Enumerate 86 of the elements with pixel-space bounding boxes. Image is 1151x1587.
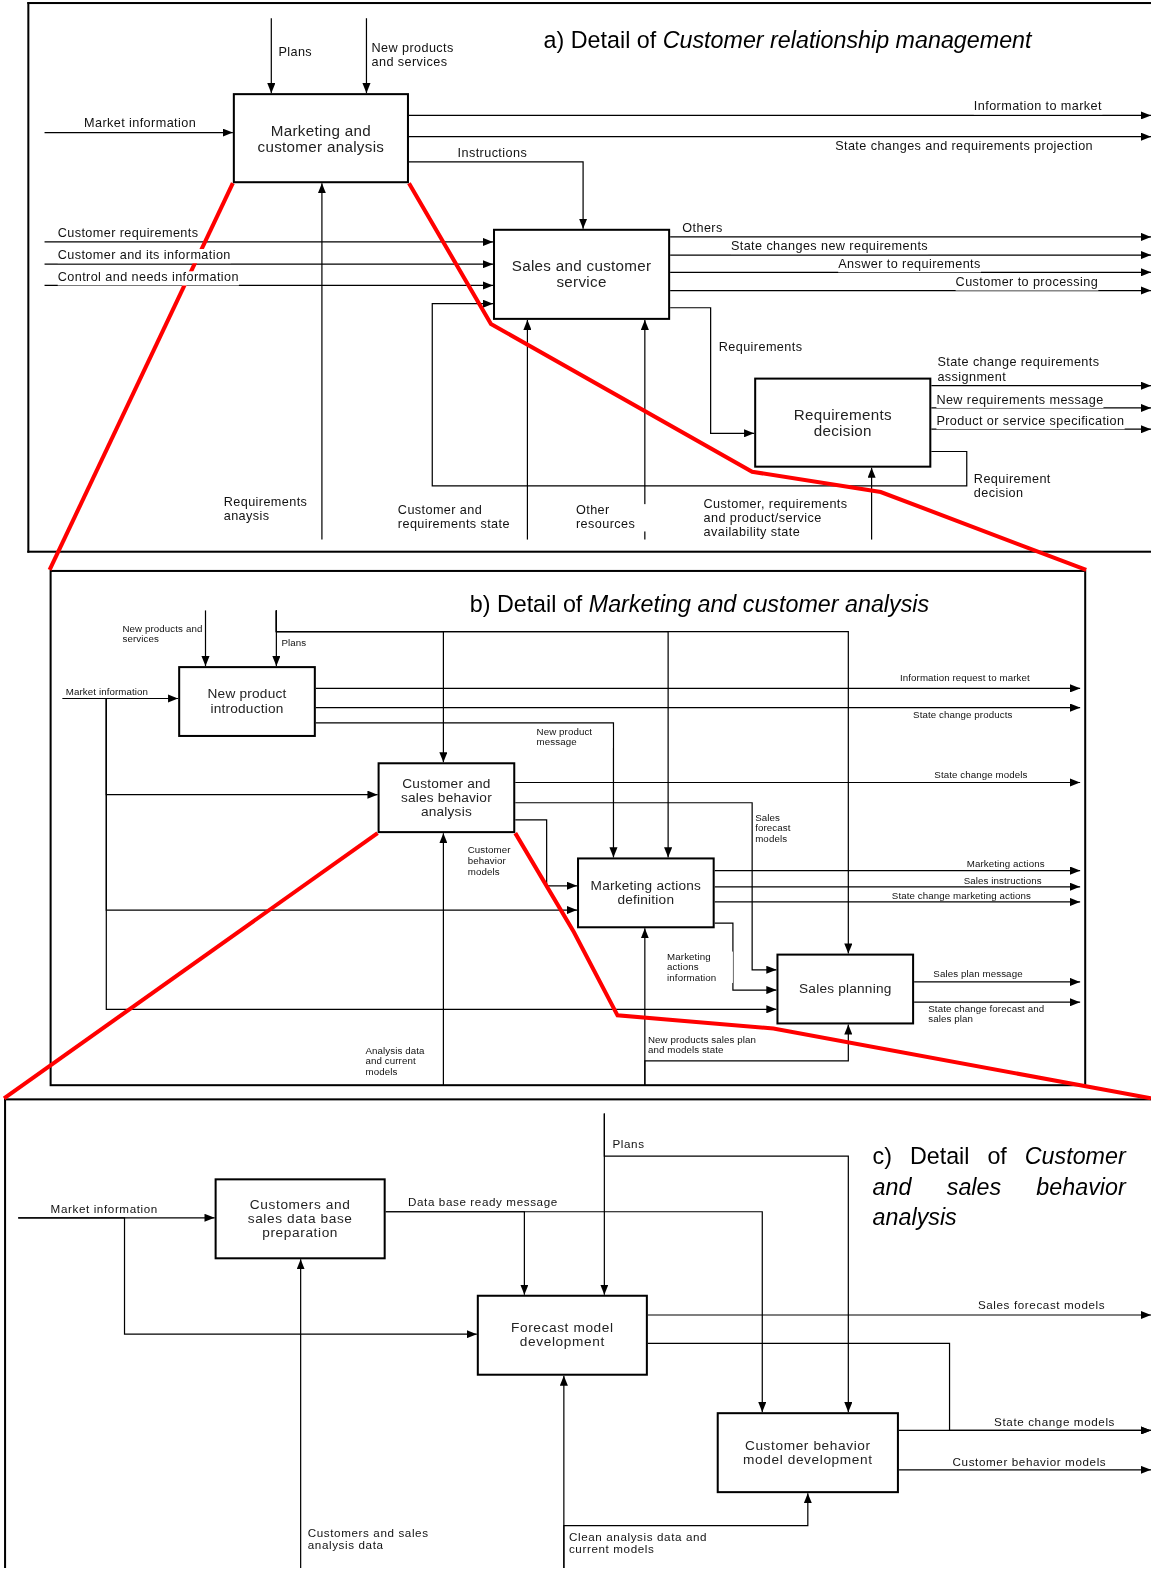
arrow [43, 237, 494, 246]
edge-label: Customer to processing [955, 276, 1099, 291]
arrow [714, 866, 1081, 875]
arrow [385, 1211, 767, 1413]
process-box: Marketing actions definition [577, 857, 715, 929]
arrow [913, 977, 1081, 986]
edge-label: State change models [994, 1416, 1115, 1429]
edge-label: Sales instructions [963, 875, 1042, 887]
arrow [930, 381, 1151, 390]
process-box: Forecast model development [476, 1294, 648, 1376]
arrow [669, 307, 755, 438]
arrow [408, 132, 1151, 141]
edge-label: Marketing actions [966, 858, 1045, 869]
arrow [644, 1023, 853, 1086]
edge-label: Answer to requirements [838, 258, 981, 272]
edge-label: New products and services [122, 623, 204, 645]
arrow [408, 161, 588, 230]
edge-label: Requirements [718, 341, 803, 355]
edge-label: Sales plan message [933, 968, 1023, 980]
arrow [315, 722, 618, 859]
edge-label: Product or service specification [936, 415, 1125, 429]
process-box: Customers and sales data base preparation [214, 1178, 386, 1260]
process-box: Sales planning [776, 953, 915, 1025]
process-box: Sales and customer service [493, 228, 671, 320]
arrow [514, 819, 578, 890]
arrow [898, 1426, 1151, 1435]
arrow [267, 17, 276, 94]
arrow [439, 832, 448, 1086]
edge-label: State changes and requirements projection [835, 139, 1094, 154]
edge-label: Sales forecast models [977, 1298, 1106, 1312]
arrow [930, 403, 1151, 412]
zoom-line [407, 182, 1087, 572]
edge-label: Control and needs information [57, 271, 239, 285]
arrow [317, 182, 326, 541]
edge-label: Customer behavior models [952, 1455, 1107, 1469]
arrow [315, 684, 1081, 693]
edge-label: Customer and its information [57, 249, 231, 263]
edge-label: Customer requirements [57, 226, 199, 241]
process-box: Requirements decision [754, 377, 932, 468]
edge-label: Plans [281, 637, 307, 649]
arrow [201, 609, 210, 667]
panel-title: a) Detail of Customer relationship management [543, 26, 1032, 54]
arrow [714, 922, 778, 995]
edge-label: Plans [612, 1137, 645, 1151]
panel-title: c) Detail of Customer and sales behavior analysis [872, 1141, 1126, 1232]
arrow [514, 802, 778, 974]
arrow [523, 319, 532, 541]
arrow [898, 1465, 1151, 1474]
arrow [275, 609, 853, 955]
arrow [563, 1492, 812, 1568]
edge-label: Other resources [576, 504, 647, 532]
arrow [43, 260, 494, 269]
arrow [714, 882, 1081, 891]
edge-label: New requirements message [936, 393, 1104, 408]
arrow [62, 697, 778, 1014]
arrow [913, 998, 1081, 1007]
arrow [362, 17, 371, 94]
edge-label: Information request to market [899, 673, 1030, 684]
edge-label: State change marketing actions [891, 890, 1031, 902]
edge-label: State changes new requirements [730, 239, 929, 254]
edge-label: State change models [934, 770, 1028, 781]
arrow [315, 703, 1081, 712]
arrow [43, 128, 234, 137]
process-box: Marketing and customer analysis [232, 93, 409, 184]
arrow [408, 111, 1151, 120]
edge-label: State change products [913, 709, 1013, 721]
edge-label: Market information [65, 687, 149, 698]
arrow [17, 1217, 478, 1339]
arrow [669, 251, 1151, 260]
process-box: Customer and sales behavior analysis [377, 762, 516, 834]
arrow [714, 897, 1081, 906]
zoom-line [2, 831, 379, 1100]
edge-label: Market information [50, 1202, 158, 1216]
arrow [296, 1258, 305, 1568]
panel-title: b) Detail of Marketing and customer analysis [469, 591, 930, 619]
arrow [647, 1310, 1151, 1320]
arrow [867, 467, 876, 541]
arrow [603, 1112, 853, 1413]
arrow [669, 232, 1151, 241]
process-box: New product introduction [178, 666, 316, 737]
edge-label: Marketing actions information [667, 951, 733, 984]
process-box: Customer behavior model development [716, 1412, 899, 1494]
edge-label: Data base ready message [407, 1195, 558, 1209]
arrow [514, 778, 1081, 787]
zoom-line [513, 832, 1151, 1101]
arrow [431, 299, 968, 487]
